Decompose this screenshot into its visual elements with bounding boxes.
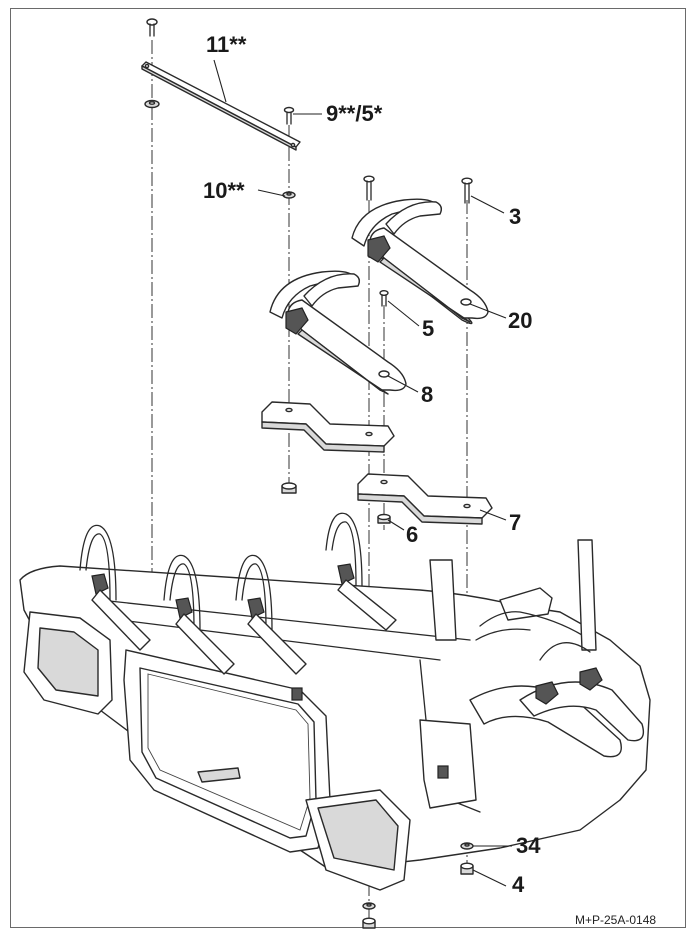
screw-top-left [146,18,158,37]
nut-part-4 [460,862,474,875]
wheel-holder-part-8 [269,270,407,395]
washer-bottom [362,902,376,910]
screw-part-9 [283,106,295,125]
bracket-upper [261,401,395,453]
nut-part-6 [377,513,391,524]
wheel-loop-2 [163,554,235,675]
callout-34: 34 [516,833,541,858]
strap-part-11 [141,61,301,151]
washer-part-10 [282,191,296,199]
callout-7: 7 [509,510,522,535]
washer-part-34 [460,842,474,850]
nut-bottom [362,917,376,929]
callout-11: 11** [206,32,247,57]
callout-8: 8 [421,382,434,407]
nut-left [281,482,297,494]
wheel-loop-4 [325,512,397,631]
wheel-loop-3 [235,554,307,675]
washer-under-strap [144,99,160,109]
wheel-holder-part-20 [351,198,489,325]
callout-9: 9**/5* [326,101,383,126]
callout-10: 10** [203,178,245,203]
bracket-part-7 [357,473,493,525]
callout-3: 3 [509,204,522,229]
leader-lines [213,59,512,887]
bolt-center [363,175,375,201]
bolt-part-3 [461,177,473,204]
callout-20: 20 [508,308,533,333]
callout-4: 4 [512,872,525,897]
bike-carrier-body [19,539,651,891]
wheel-loop-1 [79,524,151,651]
diagram-frame [10,8,686,928]
screw-part-5 [379,290,389,307]
drawing-reference-code: M+P-25A-0148 [575,913,657,927]
callout-5: 5 [422,316,435,341]
callout-6: 6 [406,522,419,547]
